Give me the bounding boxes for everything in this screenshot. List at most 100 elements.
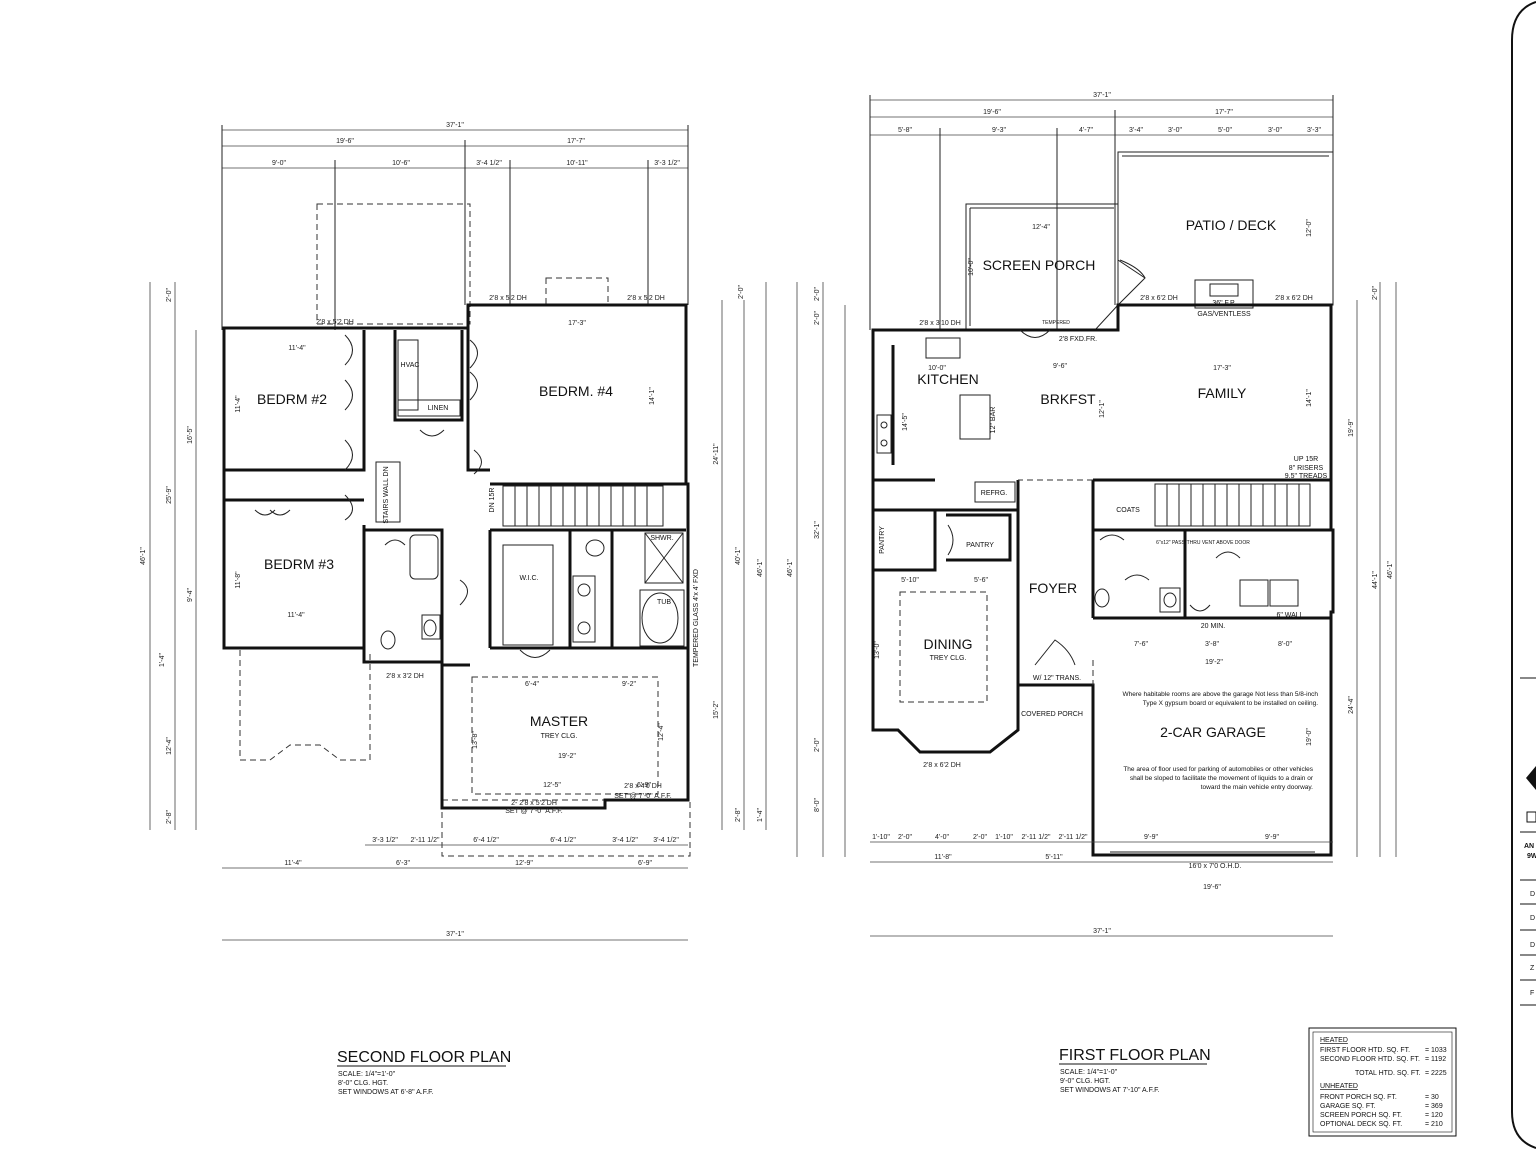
dim-bottom-a5: 3'-4 1/2" — [612, 837, 638, 844]
dim-right-1: 2'-0" — [738, 285, 745, 299]
ff-room-risers: 8" RISERS — [1289, 465, 1324, 472]
area-row-2-value: = 1192 — [1425, 1056, 1446, 1063]
second-floor-doors[interactable] — [254, 334, 551, 658]
area-row-3-value: = 2225 — [1425, 1070, 1447, 1077]
second-floor-stairs[interactable] — [375, 461, 664, 527]
dim-left-7: 2'-8" — [166, 810, 173, 824]
ff-dim-kit-w: 10'-0" — [928, 365, 946, 372]
ff-dim-garage-a2: 3'-8" — [1205, 641, 1219, 648]
ff-win-kitchen: 2'8 x 3'10 DH — [919, 320, 961, 327]
second-floor-title-text: SECOND FLOOR PLAN — [337, 1049, 511, 1066]
ff-dim-left-1: 2'-0" — [814, 287, 821, 301]
tb-fragment-4: D — [1530, 915, 1535, 922]
ff-room-dining: DINING — [924, 636, 973, 652]
dim-b2-w: 11'-4" — [288, 345, 306, 352]
ff-dim-top-c4: 3'-4" — [1129, 127, 1143, 134]
area-row-4-label: FRONT PORCH SQ. FT. — [1320, 1094, 1397, 1101]
second-floor-plan: 37'-1" 19'-6" 17'-7" 9'-0" 10'-6" 3'-4 1… — [140, 122, 767, 1096]
first-floor-stairs[interactable] — [1154, 483, 1311, 527]
win-top-c: 2'8 x 5'2 DH — [627, 295, 665, 302]
ff-dim-left-5: 8'-0" — [814, 798, 821, 812]
tb-fragment-1: AN — [1524, 843, 1534, 850]
first-floor-bottom-dimensions: 1'-10" 2'-0" 4'-0" 2'-0" 1'-10" 2'-11 1/… — [870, 834, 1333, 937]
area-row-5-label: GARAGE SQ. FT. — [1320, 1103, 1376, 1110]
first-floor-title: FIRST FLOOR PLAN SCALE: 1/4"=1'-0" 9'-0"… — [1059, 1047, 1211, 1094]
first-floor-fixtures — [876, 337, 1315, 853]
ff-dim-porch-w: 12'-4" — [1032, 224, 1050, 231]
ff-room-trans: W/ 12" TRANS. — [1033, 675, 1081, 682]
ff-room-min: 20 MIN. — [1201, 623, 1226, 630]
ff-room-covered-porch: COVERED PORCH — [1021, 711, 1083, 718]
dim-master-d: 6'-9" — [637, 782, 651, 789]
ff-garage-note-2: The area of floor used for parking of au… — [1123, 766, 1313, 791]
ff-room-vent: 6"x12" PASS-THRU VENT ABOVE DOOR — [1156, 540, 1250, 546]
dim-top-c2: 10'-6" — [392, 160, 410, 167]
room-bedrm2: BEDRM #2 — [257, 391, 327, 407]
ff-win-family-a: 2'8 x 6'2 DH — [1140, 295, 1178, 302]
room-linen: LINEN — [428, 405, 449, 412]
dim-bottom-b2: 6'-3" — [396, 860, 410, 867]
area-row-6-value: = 120 — [1425, 1112, 1443, 1119]
ff-dim-bottom-b1: 11'-8" — [934, 854, 952, 861]
ff-dim-top-c7: 3'-0" — [1268, 127, 1282, 134]
ff-room-foyer: FOYER — [1029, 580, 1077, 596]
ff-dim-top-c8: 3'-3" — [1307, 127, 1321, 134]
ff-dim-bottom-a3: 4'-0" — [935, 834, 949, 841]
area-row-1-label: FIRST FLOOR HTD. SQ. FT. — [1320, 1047, 1410, 1054]
ff-dim-dining-w2: 5'-6" — [974, 577, 988, 584]
ff-dim-garage-a1: 7'-6" — [1134, 641, 1148, 648]
ff-room-pantry: PANTRY — [879, 526, 886, 554]
first-floor-doors[interactable] — [947, 259, 1241, 666]
ff-dim-bottom-a6: 2'-11 1/2" — [1022, 834, 1052, 841]
second-floor-title: SECOND FLOOR PLAN SCALE: 1/4"=1'-0" 8'-0… — [337, 1049, 511, 1096]
second-floor-bottom-dimensions: 3'-3 1/2" 2'-11 1/2" 6'-4 1/2" 6'-4 1/2"… — [222, 837, 688, 941]
first-floor-room-dimensions: 12'-4" 10'-0" 12'-0" 17'-3" 14'-1" 9'-6"… — [874, 219, 1313, 746]
dim-left-3: 25'-9" — [166, 486, 173, 504]
dim-bottom-a6: 3'-4 1/2" — [653, 837, 679, 844]
sheet-title-block: AN 9W D D D Z F — [1511, 1, 1536, 1149]
ff-room-fp-sub: GAS/VENTLESS — [1197, 311, 1251, 318]
area-row-3-label: TOTAL HTD. SQ. FT. — [1355, 1070, 1421, 1077]
ff-dim-bottom-a8: 9'-9" — [1144, 834, 1158, 841]
ff-dim-brk-h: 12'-1" — [1099, 400, 1106, 418]
ff-dim-bottom-a1: 1'-10" — [872, 834, 890, 841]
ff-dim-family-w: 17'-3" — [1213, 365, 1231, 372]
dim-bottom-b3: 12'-9" — [515, 860, 533, 867]
ff-dim-top-c3: 4'-7" — [1079, 127, 1093, 134]
win-master: 2- 2'8 x 5'2 DH — [511, 800, 557, 807]
ff-room-kitchen: KITCHEN — [917, 371, 978, 387]
first-floor-window-tags: 16'0 x 7'0 O.H.D. 2'8 x 3'10 DH 2'8 x 6'… — [919, 295, 1313, 870]
ff-dim-family-h: 14'-1" — [1306, 389, 1313, 407]
second-floor-exterior-wall — [222, 303, 690, 810]
ff-room-patio: PATIO / DECK — [1186, 217, 1277, 233]
dim-bottom-a3: 6'-4 1/2" — [473, 837, 499, 844]
ff-room-refrg: REFRG. — [981, 490, 1008, 497]
area-row-1-value: = 1033 — [1425, 1047, 1447, 1054]
ff-dim-garage-h: 19'-0" — [1306, 728, 1313, 746]
tb-fragment-6: Z — [1530, 965, 1535, 972]
dim-left-4: 9'-4" — [187, 588, 194, 602]
ff-dim-left-4: 2'-0" — [814, 738, 821, 752]
dim-top-c5: 3'-3 1/2" — [654, 160, 680, 167]
dim-left-overall: 46'-1" — [140, 547, 147, 565]
room-master: MASTER — [530, 713, 588, 729]
ff-dim-right-1: 2'-0" — [1372, 286, 1379, 300]
ff-dim-overall-top: 37'-1" — [1093, 92, 1111, 99]
dim-right-5: 1'-4" — [757, 808, 764, 822]
second-floor-dashed-bay — [545, 277, 609, 305]
second-floor-dashed-garage — [441, 799, 691, 857]
ff-garage-door: 16'0 x 7'0 O.H.D. — [1189, 863, 1242, 870]
first-floor-plan: 37'-1" 19'-6" 17'-7" 5'-8" 9'-3" 4'-7" 3… — [787, 92, 1397, 1094]
area-row-7-label: OPTIONAL DECK SQ. FT. — [1320, 1121, 1402, 1128]
ff-dim-top-b: 17'-7" — [1215, 109, 1233, 116]
area-table: HEATED FIRST FLOOR HTD. SQ. FT. = 1033 S… — [1308, 1027, 1457, 1137]
room-dn: DN 15R — [489, 488, 496, 513]
dim-bottom-b4: 6'-9" — [638, 860, 652, 867]
win-top-b: 2'8 x 5'2 DH — [489, 295, 527, 302]
second-floor-dashed-porch-roof — [239, 650, 371, 761]
ff-dim-bottom-b2: 5'-11" — [1045, 854, 1063, 861]
dim-b4-h: 14'-1" — [649, 387, 656, 405]
dim-bottom-a1: 3'-3 1/2" — [372, 837, 398, 844]
room-stairs: STAIRS WALL DN — [383, 466, 390, 523]
first-floor-left-dimensions: 46'-1" 2'-0" 2'-0" 32'-1" 2'-0" 8'-0" — [787, 282, 846, 857]
